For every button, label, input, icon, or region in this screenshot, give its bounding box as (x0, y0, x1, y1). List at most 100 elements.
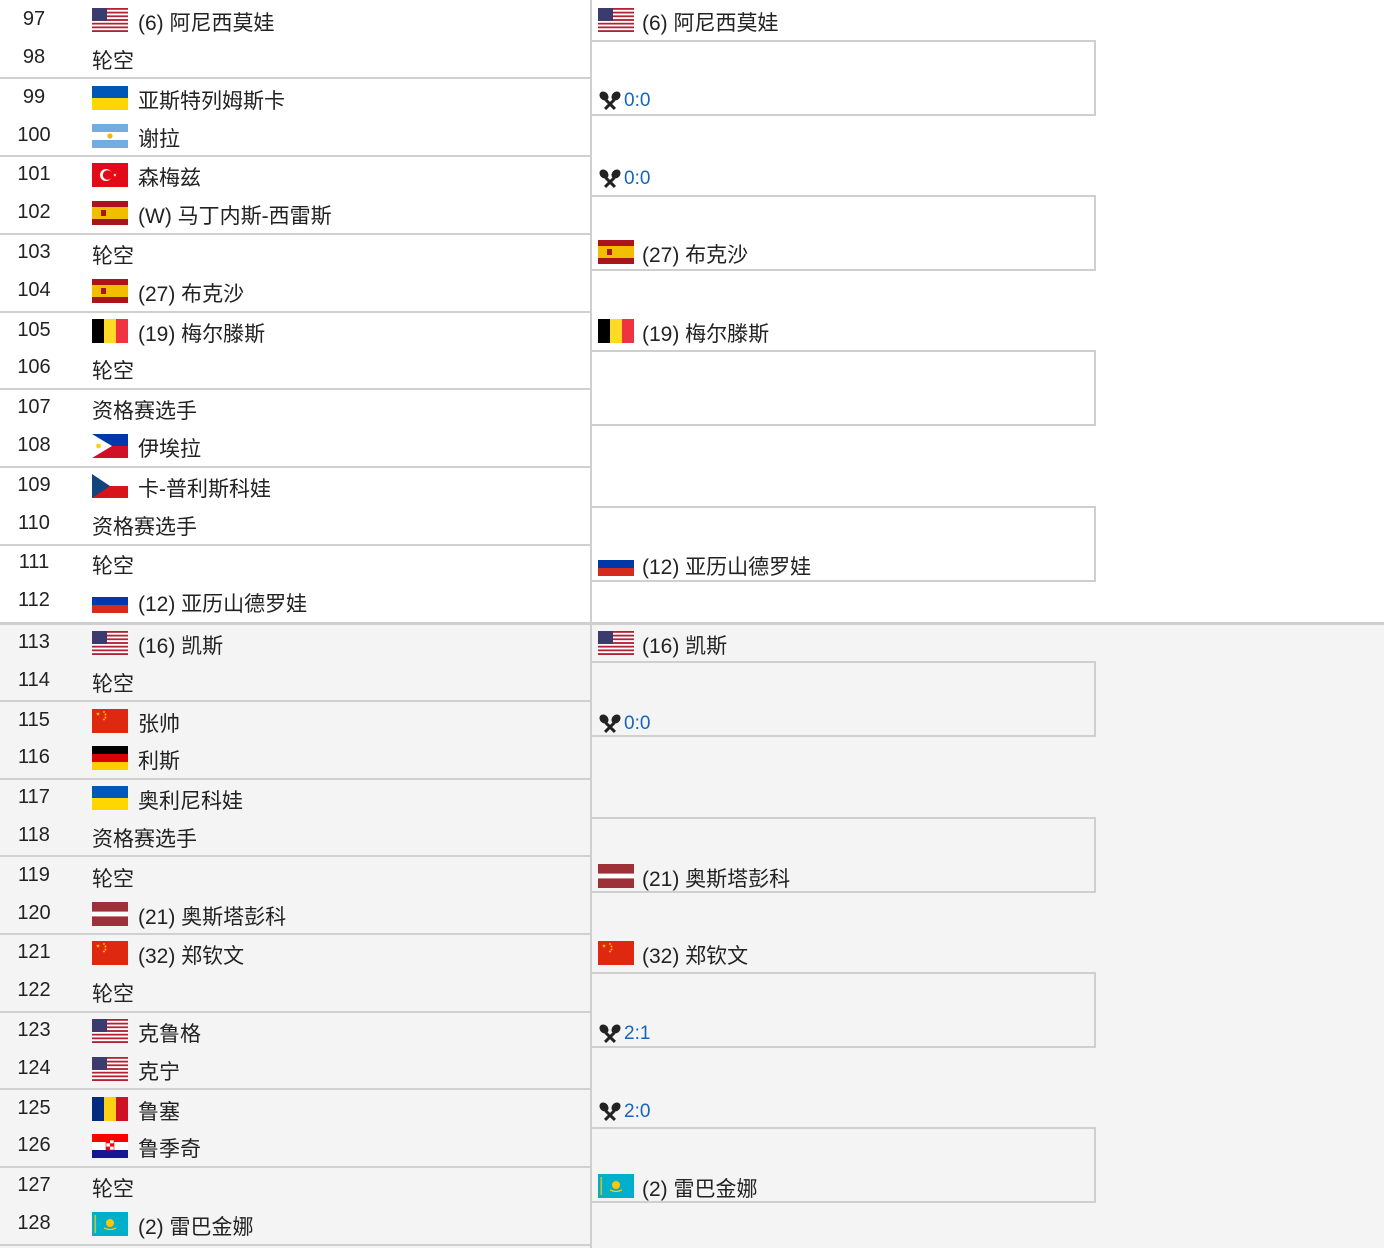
player-name[interactable]: 轮空 (92, 673, 134, 696)
player-name[interactable]: (6) 阿尼西莫娃 (138, 12, 275, 35)
player-name[interactable]: (32) 郑钦文 (138, 945, 245, 968)
player-name[interactable]: (21) 奥斯塔彭科 (642, 868, 791, 891)
player-row[interactable]: 98 轮空 (0, 38, 590, 76)
draw-number: 98 (22, 46, 46, 68)
match-score-link[interactable]: 2:0 (598, 1101, 650, 1125)
player-row[interactable]: 112 (12) 亚历山德罗娃 (0, 581, 590, 619)
score-text[interactable]: 0:0 (624, 90, 651, 111)
score-text[interactable]: 2:1 (624, 1023, 651, 1044)
player-name[interactable]: 资格赛选手 (92, 828, 197, 851)
player-name[interactable]: 克鲁格 (138, 1023, 201, 1046)
player-name[interactable]: 轮空 (92, 983, 134, 1006)
player-row[interactable]: 124 克宁 (0, 1049, 590, 1087)
player-name[interactable]: 亚斯特列姆斯卡 (138, 90, 285, 113)
player-name[interactable]: (2) 雷巴金娜 (138, 1216, 254, 1239)
match-separator (0, 544, 590, 546)
match-connector (592, 817, 1096, 893)
player-name[interactable]: (6) 阿尼西莫娃 (642, 12, 779, 35)
player-name[interactable]: (19) 梅尔滕斯 (138, 323, 266, 346)
player-name[interactable]: 奥利尼科娃 (138, 790, 243, 813)
player-name[interactable]: (W) 马丁内斯-西雷斯 (138, 205, 332, 228)
player-name[interactable]: 轮空 (92, 50, 134, 73)
player-name[interactable]: 鲁季奇 (138, 1138, 201, 1161)
argentina-flag-icon (92, 124, 128, 148)
player-row[interactable]: 102(W) 马丁内斯-西雷斯 (0, 193, 590, 231)
match-score-link[interactable]: 0:0 (598, 168, 650, 192)
match-score-link[interactable]: 0:0 (598, 90, 650, 114)
player-name[interactable]: (12) 亚历山德罗娃 (138, 593, 308, 616)
round2-player[interactable]: (2) 雷巴金娜 (592, 1166, 1092, 1204)
draw-number: 97 (22, 8, 46, 30)
player-name[interactable]: 利斯 (138, 750, 180, 773)
match-score-link[interactable]: 2:1 (598, 1023, 650, 1047)
player-name[interactable]: (27) 布克沙 (642, 244, 749, 267)
player-row[interactable]: 121(32) 郑钦文 (0, 933, 590, 971)
player-name[interactable]: (19) 梅尔滕斯 (642, 323, 770, 346)
player-name[interactable]: 轮空 (92, 555, 134, 578)
player-row[interactable]: 111 轮空 (0, 543, 590, 581)
player-row[interactable]: 113(16) 凯斯 (0, 623, 590, 661)
round2-player[interactable]: (21) 奥斯塔彭科 (592, 856, 1092, 894)
player-row[interactable]: 120(21) 奥斯塔彭科 (0, 894, 590, 932)
round2-player[interactable]: (32) 郑钦文 (592, 933, 1092, 971)
player-name[interactable]: 轮空 (92, 868, 134, 891)
round2-player[interactable]: (27) 布克沙 (592, 232, 1092, 270)
player-name[interactable]: (16) 凯斯 (138, 635, 224, 658)
player-row[interactable]: 104(27) 布克沙 (0, 271, 590, 309)
player-name[interactable]: (2) 雷巴金娜 (642, 1178, 758, 1201)
player-name[interactable]: 森梅兹 (138, 167, 201, 190)
draw-number: 112 (18, 589, 50, 611)
match-connector (592, 1127, 1096, 1203)
player-name[interactable]: (12) 亚历山德罗娃 (642, 556, 812, 579)
player-name[interactable]: 卡-普利斯科娃 (138, 478, 271, 501)
player-name[interactable]: 伊埃拉 (138, 438, 201, 461)
player-name[interactable]: 资格赛选手 (92, 516, 197, 539)
player-name[interactable]: (21) 奥斯塔彭科 (138, 906, 287, 929)
round2-player[interactable]: (16) 凯斯 (592, 623, 1092, 661)
player-name[interactable]: 轮空 (92, 245, 134, 268)
player-name[interactable]: 谢拉 (138, 128, 180, 151)
draw-number: 111 (18, 551, 50, 573)
round2-player[interactable]: (6) 阿尼西莫娃 (592, 0, 1092, 38)
score-text[interactable]: 0:0 (624, 168, 651, 189)
player-name[interactable]: 轮空 (92, 360, 134, 383)
score-text[interactable]: 2:0 (624, 1101, 651, 1122)
player-name[interactable]: 轮空 (92, 1178, 134, 1201)
draw-number: 124 (17, 1057, 51, 1079)
score-text[interactable]: 0:0 (624, 713, 651, 734)
round2-player[interactable]: (12) 亚历山德罗娃 (592, 544, 1092, 582)
player-name[interactable]: 克宁 (138, 1061, 180, 1084)
player-name[interactable]: 鲁塞 (138, 1101, 180, 1124)
match-score-link[interactable]: 0:0 (598, 713, 650, 737)
player-name[interactable]: 张帅 (138, 713, 180, 736)
player-name[interactable]: (16) 凯斯 (642, 635, 728, 658)
player-row[interactable]: 128(2) 雷巴金娜 (0, 1204, 590, 1242)
round2-player[interactable]: (19) 梅尔滕斯 (592, 311, 1092, 349)
player-row[interactable]: 97 (6) 阿尼西莫娃 (0, 0, 590, 38)
us-flag-icon (92, 8, 128, 32)
player-name[interactable]: (27) 布克沙 (138, 283, 245, 306)
player-name[interactable]: 资格赛选手 (92, 400, 197, 423)
player-name[interactable]: (32) 郑钦文 (642, 945, 749, 968)
player-row[interactable]: 105(19) 梅尔滕斯 (0, 311, 590, 349)
